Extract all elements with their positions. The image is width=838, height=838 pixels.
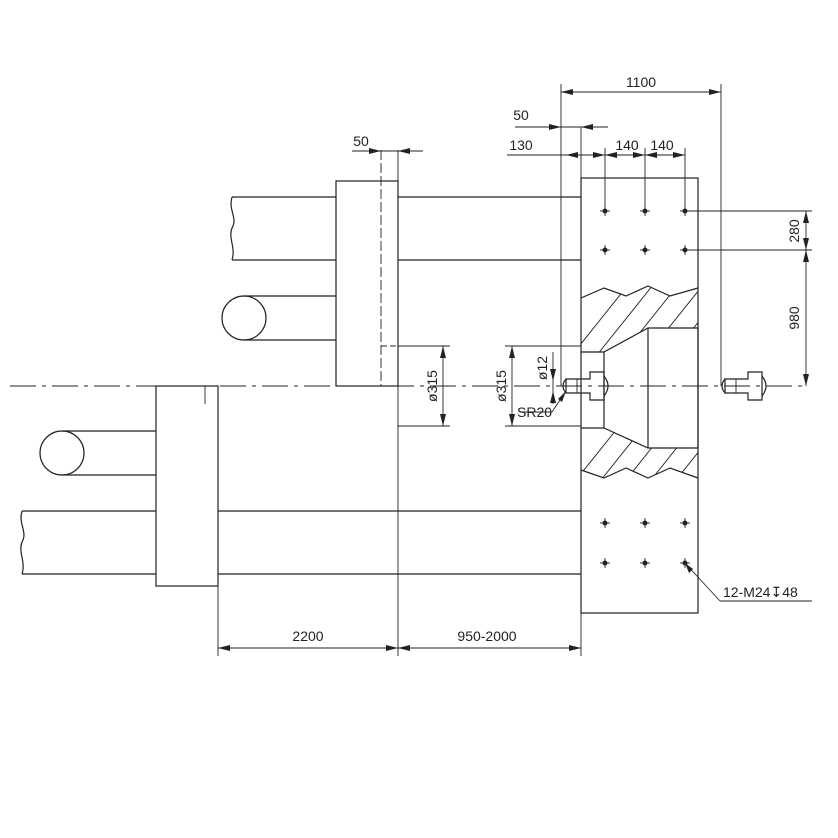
dim-140a-label: 140	[615, 137, 639, 153]
bolt-hole	[640, 558, 650, 568]
dim-dia12: ø12	[534, 352, 556, 404]
dim-980-label: 980	[786, 306, 802, 330]
dim-280-label: 280	[786, 219, 802, 243]
dim-dia315-right-label: ø315	[493, 370, 509, 402]
dim-range-label: 950-2000	[457, 628, 516, 644]
thread-callout-label: 12-M24↧48	[723, 584, 798, 600]
dim-dia315-left-label: ø315	[424, 370, 440, 402]
bolt-hole	[600, 558, 610, 568]
dim-sr20-label: SR20	[517, 404, 552, 420]
lower-left-tie-bar	[39, 430, 156, 476]
bolt-hole	[680, 518, 690, 528]
thread-callout: 12-M24↧48	[684, 562, 812, 602]
dim-bottom: 2200 950-2000	[218, 613, 582, 656]
fixed-platen	[580, 177, 699, 614]
bolt-hole	[600, 245, 610, 255]
dim-50-left: 50	[352, 133, 423, 154]
lower-platen-block	[155, 385, 219, 656]
bolt-hole	[600, 518, 610, 528]
lower-tie-bar	[20, 510, 581, 575]
dim-50-right-label: 50	[513, 107, 529, 123]
dim-1100: 1100	[560, 74, 722, 386]
dim-130-140: 130 140 140	[507, 127, 686, 208]
dim-dia315-right: ø315	[493, 345, 581, 427]
dim-130-label: 130	[509, 137, 533, 153]
nozzle-right	[721, 371, 767, 401]
middle-tie-bar	[221, 295, 336, 341]
dim-280-980: 280 980	[685, 210, 812, 386]
bolt-hole	[600, 206, 610, 216]
upper-tie-bar	[230, 196, 581, 261]
dim-140b-label: 140	[650, 137, 674, 153]
dim-2200-label: 2200	[292, 628, 323, 644]
dim-dia12-label: ø12	[534, 356, 550, 380]
bolt-holes	[600, 206, 690, 568]
bolt-hole	[640, 518, 650, 528]
dim-1100-label: 1100	[626, 74, 656, 90]
dim-50-right: 50	[513, 107, 608, 130]
dim-sr20: SR20	[517, 390, 567, 420]
dim-dia315-left: ø315	[398, 345, 450, 427]
moving-platen-block	[335, 150, 399, 387]
dim-50-left-label: 50	[353, 133, 369, 149]
bolt-hole	[640, 245, 650, 255]
